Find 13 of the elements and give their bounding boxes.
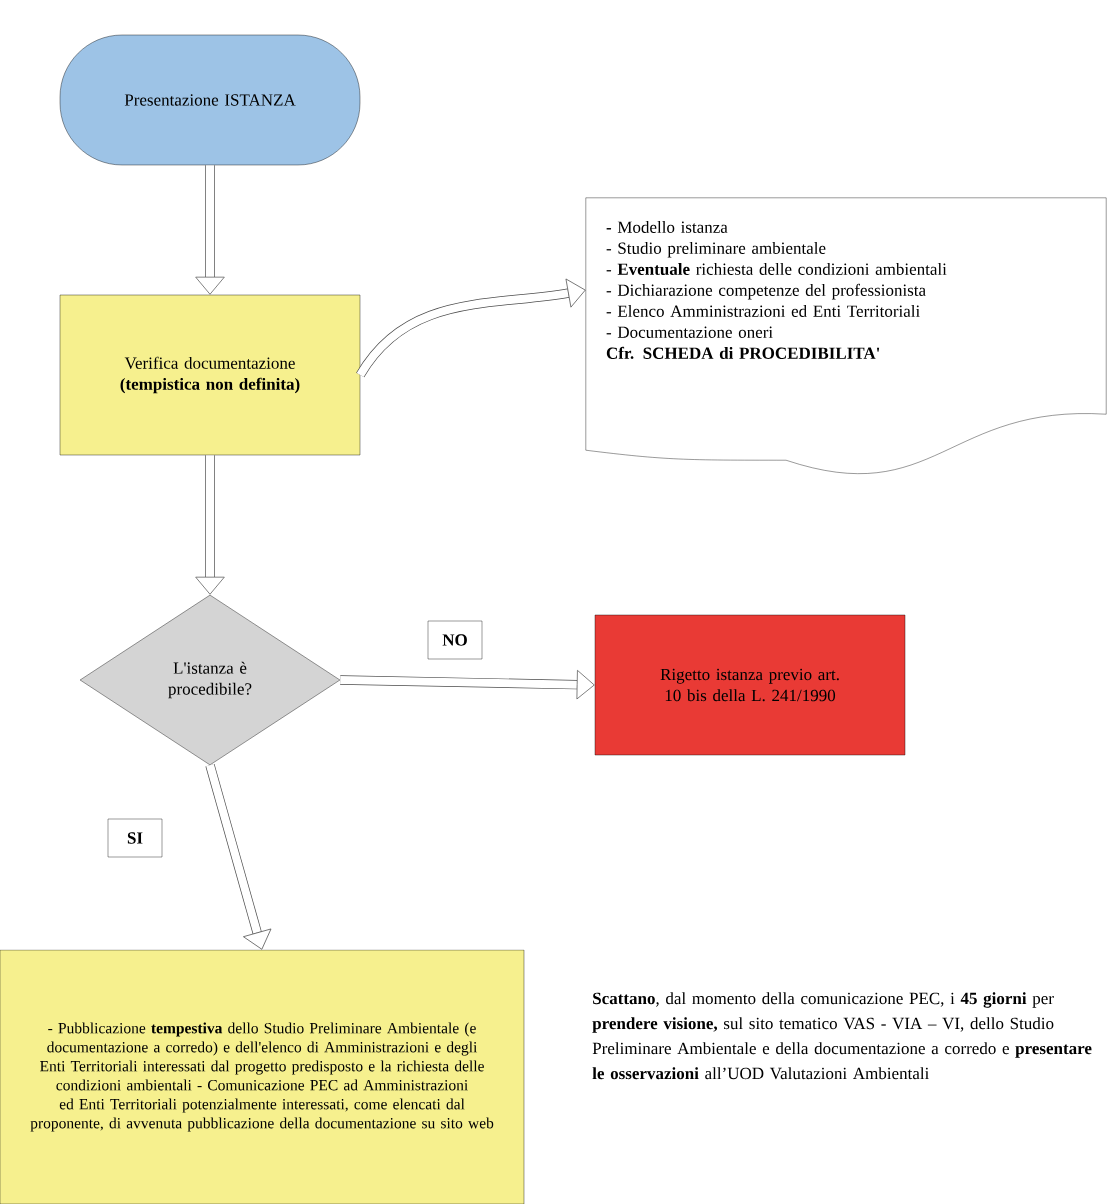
process-box: Verifica documentazione (tempistica non definita) (59, 294, 361, 456)
block-arrow (195, 165, 225, 295)
start-terminal: Presentazione ISTANZA (59, 34, 361, 166)
document-shape: - Modello istanza - Studio preliminare ambientale - Eventuale richiesta delle condizioni ambientali - Dichiarazione competenze del professionista - Elenco Amministrazioni ed Enti Territoriali - Documentazione oneri Cfr. SCHEDA di PROCEDIBILITA' (585, 197, 1107, 474)
block-arrow (356, 278, 586, 378)
process-box: - Pubblicazione tempestiva dello Studio Preliminare Ambientale (e documentazione a corredo) e dell'elenco di Amministrazioni e degli Enti Territoriali interessati dal progetto predisposto e la richiesta delle condizioni ambientali - Comunicazione PEC ad Amministrazioni ed Enti Territoriali potenzialmente interessati, come elencati dal proponente, di avvenuta pubblicazione della documentazione su sito web (0, 949, 525, 1204)
block-arrow (205, 763, 272, 950)
block-arrow (340, 670, 595, 700)
process-box: Rigetto istanza previo art. 10 bis della L. 241/1990 (594, 614, 906, 756)
note-text: Scattano, dal momento della comunicazione PEC, i 45 giorni per prendere visione, sul sito tematico VAS - VIA – VI, dello Studio Preliminare Ambientale e della documentazione a corredo e presentare le osservazioni all’UOD Valutazioni Ambientali (592, 992, 1092, 1080)
block-arrow (195, 455, 225, 595)
edge-label: SI (107, 818, 163, 858)
edge-label: NO (427, 620, 483, 660)
